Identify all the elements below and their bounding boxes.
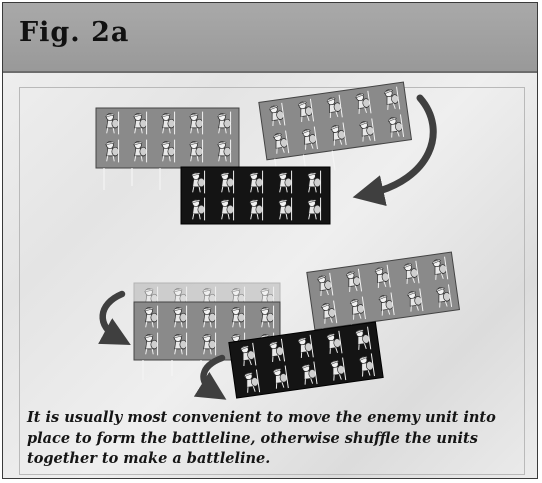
- scene-2: [103, 252, 463, 398]
- scene-1: [96, 82, 433, 224]
- curved-arrow-icon: [103, 294, 122, 338]
- curved-arrow-icon: [204, 358, 222, 392]
- enemy-unit: [181, 167, 330, 224]
- figure-caption: It is usually most convenient to move th…: [27, 408, 532, 470]
